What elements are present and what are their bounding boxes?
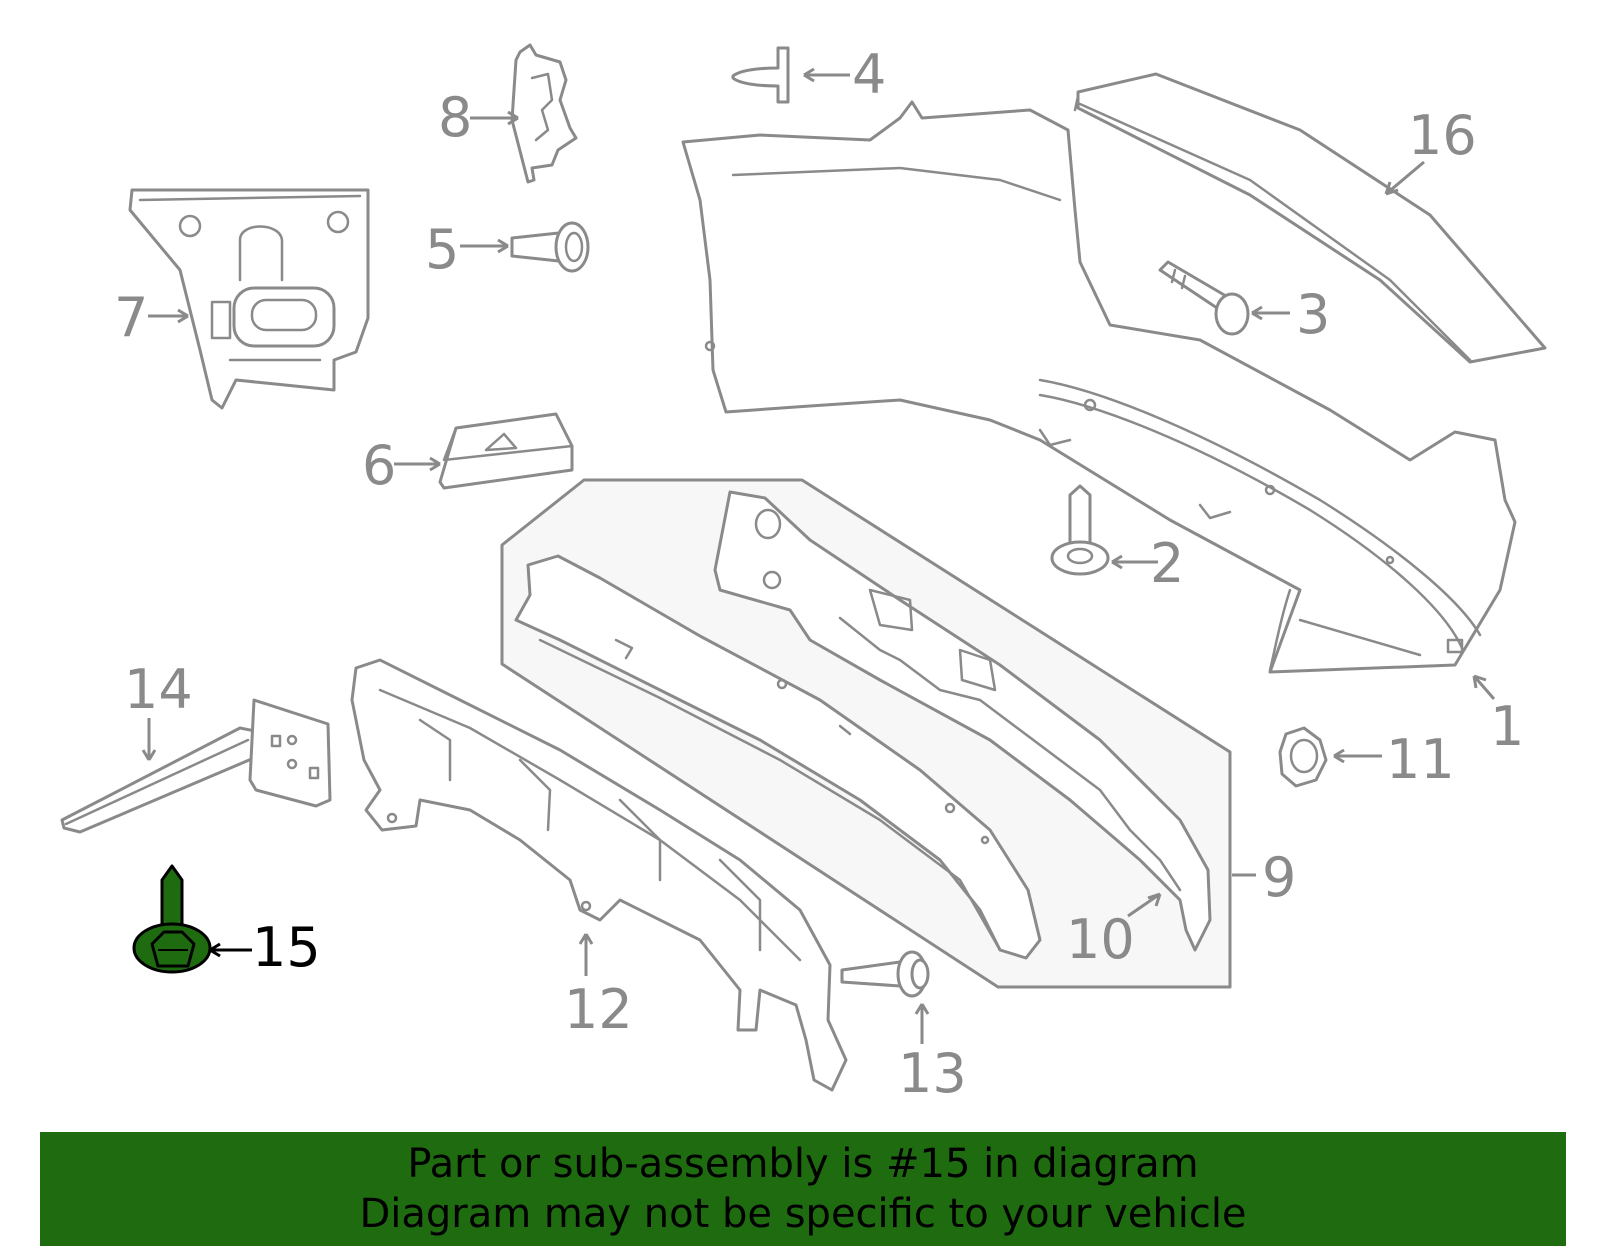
part-6-block[interactable] — [438, 412, 574, 490]
callout-15[interactable]: 15 — [252, 916, 321, 979]
part-1-bumper-cover[interactable] — [681, 100, 1517, 674]
part-11-nut[interactable] — [1278, 726, 1328, 788]
part-12-crossmember[interactable] — [350, 658, 848, 1092]
banner-line-2: Diagram may not be specific to your vehi… — [359, 1191, 1247, 1237]
callout-labels: 1 2 3 4 5 6 7 8 9 10 11 12 13 14 15 16 — [114, 43, 1524, 1105]
part-info-banner: Part or sub-assembly is #15 in diagram D… — [40, 1132, 1566, 1246]
part-15-bolt[interactable] — [132, 864, 212, 974]
parts-diagram: 1 2 3 4 5 6 7 8 9 10 11 12 13 14 15 16 — [60, 43, 1547, 1105]
part-9-beam[interactable] — [514, 554, 1042, 960]
callout-13[interactable]: 13 — [898, 1042, 967, 1105]
part-4-push-pin[interactable] — [731, 46, 790, 104]
part-13-bolt[interactable] — [840, 950, 930, 998]
callout-14[interactable]: 14 — [124, 658, 193, 721]
callout-6[interactable]: 6 — [362, 434, 396, 497]
callout-8[interactable]: 8 — [438, 86, 472, 149]
part-16-spoiler[interactable] — [1073, 72, 1547, 364]
callout-4[interactable]: 4 — [852, 43, 886, 106]
callout-11[interactable]: 11 — [1386, 728, 1455, 791]
callout-3[interactable]: 3 — [1296, 283, 1330, 346]
callout-10[interactable]: 10 — [1066, 908, 1135, 971]
part-2-bolt[interactable] — [1050, 484, 1110, 576]
part-14-bracket[interactable] — [60, 698, 332, 834]
callout-5[interactable]: 5 — [425, 218, 459, 281]
leader-lines — [141, 67, 1496, 1044]
banner-line-1: Part or sub-assembly is #15 in diagram — [407, 1141, 1199, 1187]
part-3-stud[interactable] — [1158, 260, 1250, 336]
callout-1[interactable]: 1 — [1490, 695, 1524, 758]
callout-2[interactable]: 2 — [1150, 532, 1184, 595]
part-5-rivet[interactable] — [510, 221, 590, 273]
callout-7[interactable]: 7 — [114, 286, 148, 349]
callout-16[interactable]: 16 — [1408, 104, 1477, 167]
part-7-side-bracket[interactable] — [128, 188, 370, 410]
callout-9[interactable]: 9 — [1262, 846, 1296, 909]
part-8-bracket[interactable] — [510, 43, 578, 184]
part-10-absorber[interactable] — [713, 490, 1212, 952]
callout-12[interactable]: 12 — [564, 978, 633, 1041]
